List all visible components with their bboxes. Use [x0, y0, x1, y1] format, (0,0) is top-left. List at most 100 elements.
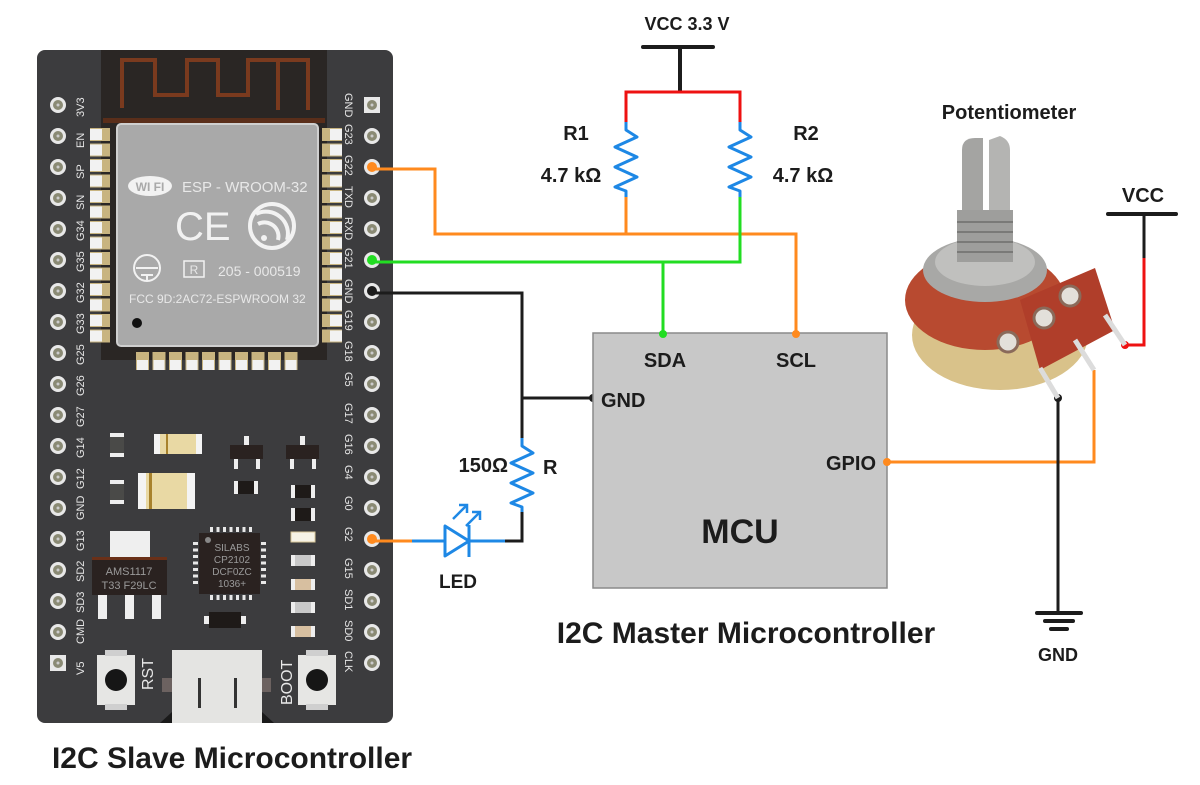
pin-g32: G32 [50, 282, 87, 303]
chip-line-3: DCF0ZC [212, 567, 251, 578]
r-label: R [543, 457, 558, 479]
pot-vcc-label: VCC [1122, 185, 1164, 207]
pin-label: G13 [75, 530, 87, 551]
scl-wire [370, 167, 798, 333]
pin-g12: G12 [50, 468, 87, 489]
pin-label: G33 [75, 313, 87, 334]
pin-g21: G21 [342, 248, 380, 269]
pin-label: G22 [342, 155, 354, 176]
pin-label: GND [75, 496, 87, 521]
pin-label: G34 [75, 220, 87, 241]
cp2102-chip: SILABS CP2102 DCF0ZC 1036+ [193, 527, 266, 600]
regulator-line-2: T33 F29LC [101, 580, 156, 592]
module-bottom-pads [136, 352, 298, 370]
pin-g35: G35 [50, 251, 87, 272]
r-150-resistor-icon [509, 438, 535, 512]
pin-g15: G15 [342, 558, 380, 579]
pin-label: G23 [342, 124, 354, 145]
pin-g22: G22 [342, 155, 380, 176]
pin-sd0: SD0 [342, 620, 380, 641]
pin-label: G4 [342, 465, 354, 480]
chip-line-1: SILABS [214, 543, 249, 554]
pin-label: G27 [75, 406, 87, 427]
wifi-logo-text: WI FI [136, 180, 165, 194]
potentiometer-title: Potentiometer [942, 102, 1077, 124]
potentiometer-icon [905, 136, 1128, 400]
mcu-scl-label: SCL [776, 350, 816, 372]
pin-g16: G16 [342, 434, 380, 455]
pin-label: G18 [342, 341, 354, 362]
mcu-gnd-label: GND [601, 390, 645, 412]
pin-sn: SN [50, 190, 87, 210]
rst-button[interactable] [97, 650, 135, 710]
pin-clk: CLK [342, 651, 380, 673]
pin-g26: G26 [50, 375, 87, 396]
led-icon [412, 503, 505, 558]
pin-label: 3V3 [75, 97, 87, 117]
r-to-led-wire [505, 512, 524, 543]
pin-3v3: 3V3 [50, 97, 87, 117]
pin-rxd: RXD [342, 217, 380, 240]
pin-g17: G17 [342, 403, 380, 424]
pin-g19: G19 [342, 310, 380, 331]
slave-title: I2C Slave Microcontroller [52, 742, 412, 775]
r2-label: R2 [793, 123, 819, 145]
pin-label: G17 [342, 403, 354, 424]
telec-cert-icon [133, 254, 161, 282]
vcc-3v3-label: VCC 3.3 V [644, 14, 729, 34]
module-name: ESP - WROOM-32 [182, 179, 308, 196]
module-dot [132, 318, 142, 328]
pin-label: G35 [75, 251, 87, 272]
pin-label: TXD [342, 186, 354, 208]
pin-label: CMD [75, 619, 87, 644]
pin-g34: G34 [50, 220, 87, 241]
led-label: LED [439, 572, 477, 593]
pin-label: G5 [342, 372, 354, 387]
pin-label: G14 [75, 437, 87, 458]
boot-button[interactable] [298, 650, 336, 710]
r2-value: 4.7 kΩ [773, 165, 834, 187]
cert-r-box [183, 260, 205, 278]
pin-gnd: GND [50, 496, 87, 521]
chip-line-4: 1036+ [218, 579, 246, 590]
r1-value: 4.7 kΩ [541, 165, 602, 187]
espressif-logo-icon [248, 202, 296, 250]
gpio-wire [887, 370, 1096, 464]
pin-label: SD3 [75, 592, 87, 613]
pin-g33: G33 [50, 313, 87, 334]
pin-g4: G4 [342, 465, 380, 485]
mcu-name: MCU [701, 513, 778, 551]
mcu-sda-node [659, 330, 667, 338]
r1-label: R1 [563, 123, 589, 145]
pin-g0: G0 [342, 496, 380, 516]
pin-label: G15 [342, 558, 354, 579]
rst-label: RST [140, 658, 157, 690]
pin-g13: G13 [50, 530, 87, 551]
fcc-id: FCC 9D:2AC72-ESPWROOM 32 [129, 292, 306, 306]
pin-g27: G27 [50, 406, 87, 427]
regulator-line-1: AMS1117 [106, 566, 153, 578]
pin-g25: G25 [50, 344, 87, 365]
ce-mark-icon: CE [175, 205, 231, 249]
esp32-board: WI FI ESP - WROOM-32 CE R 205 - 000519 F… [37, 50, 393, 723]
right-header-pins: GNDG23G22TXDRXDG21GNDG19G18G5G17G16G4G0G… [342, 93, 380, 673]
pin-sd3: SD3 [50, 592, 87, 613]
pin-label: G0 [342, 496, 354, 511]
pin-label: G2 [342, 527, 354, 542]
pin-label: G21 [342, 248, 354, 269]
esp-wroom-module [116, 123, 319, 347]
gnd-wire [370, 291, 524, 438]
r-value: 150Ω [459, 455, 508, 477]
pot-gnd-label: GND [1038, 645, 1078, 665]
vcc-rail [624, 90, 742, 122]
pin-sp: SP [50, 159, 87, 179]
mcu-sda-label: SDA [644, 350, 686, 372]
cert-r: R [190, 263, 199, 277]
pin-g5: G5 [342, 372, 380, 392]
pin-label: G25 [75, 344, 87, 365]
master-title: I2C Master Microcontroller [557, 617, 936, 650]
pin-en: EN [50, 128, 87, 148]
pin-txd: TXD [342, 186, 380, 208]
